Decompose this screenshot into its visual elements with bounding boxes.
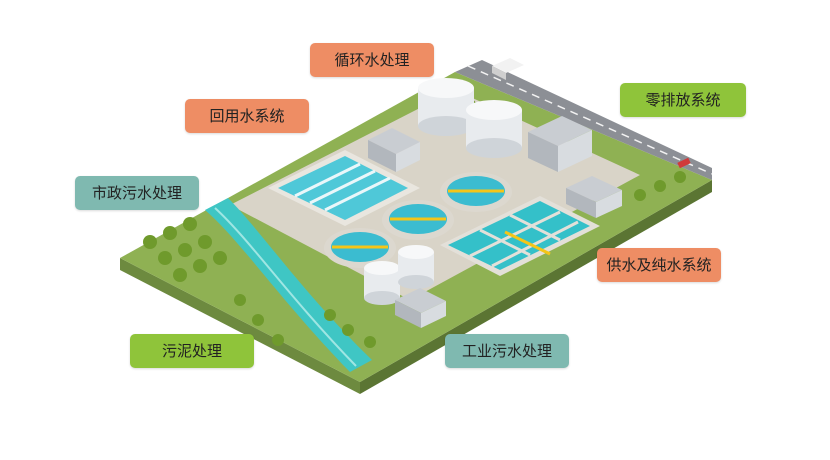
label-municipal-sewage-treatment: 市政污水处理 [75,176,199,210]
label-reclaimed-water-system: 回用水系统 [185,99,309,133]
storage-tanks-large [418,78,522,158]
clarifiers [324,172,512,268]
tree-rows [143,99,686,348]
road [455,60,712,180]
label-circulating-water-treatment: 循环水处理 [310,43,434,77]
buildings [368,116,622,328]
label-zero-discharge-system: 零排放系统 [620,83,746,117]
storage-tanks-small [364,245,434,305]
truck [492,58,524,80]
red-car [677,157,691,169]
filter-tanks [440,196,600,276]
sedimentation-basin [268,150,420,226]
label-industrial-sewage-treatment: 工业污水处理 [445,334,569,368]
label-sludge-treatment: 污泥处理 [130,334,254,368]
label-water-supply-pure-water-system: 供水及纯水系统 [597,248,721,282]
